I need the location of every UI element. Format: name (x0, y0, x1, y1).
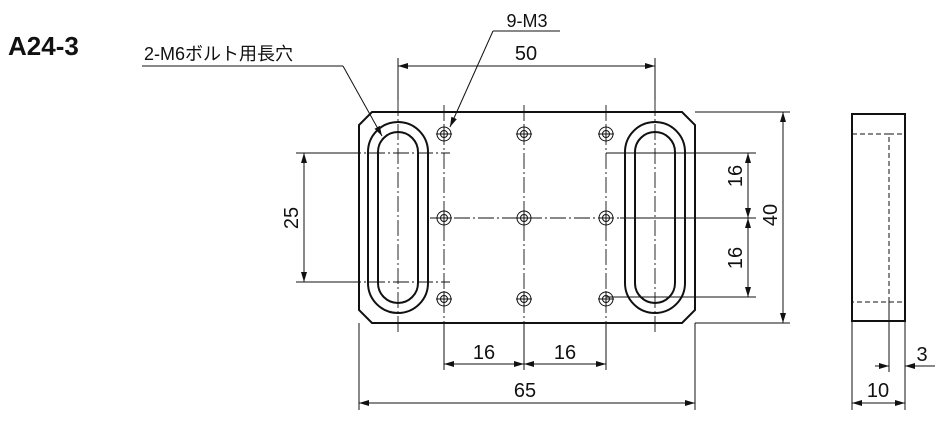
m3-hole (516, 126, 532, 142)
svg-text:16: 16 (725, 247, 747, 269)
holes-leader (449, 30, 560, 128)
svg-text:16: 16 (554, 342, 576, 364)
side-outline (851, 113, 906, 322)
m3-hole (598, 210, 614, 226)
dim-slot-pitch-y: 25 (281, 152, 345, 283)
side-view: 3 10 (851, 113, 935, 410)
m3-holes (436, 126, 614, 307)
dim-height: 40 (695, 111, 790, 324)
m3-hole (516, 291, 532, 307)
top-view: 9-M3 2-M6ボルト用長穴 50 25 16 16 (142, 11, 790, 410)
svg-text:25: 25 (281, 207, 303, 229)
m3-hole (516, 210, 532, 226)
m3-hole (598, 291, 614, 307)
dim-side-wall: 3 (875, 302, 935, 372)
holes-callout: 9-M3 (506, 11, 547, 31)
m3-hole (436, 210, 452, 226)
dim-thickness: 10 (851, 321, 906, 410)
svg-text:65: 65 (514, 380, 536, 402)
m3-hole (598, 126, 614, 142)
svg-text:40: 40 (760, 204, 782, 226)
svg-text:10: 10 (867, 380, 889, 402)
dim-width: 65 (358, 323, 696, 410)
svg-text:3: 3 (916, 344, 927, 366)
slots-callout: 2-M6ボルト用長穴 (144, 44, 293, 64)
svg-text:16: 16 (473, 342, 495, 364)
plate-outline (358, 111, 696, 324)
m3-hole (436, 291, 452, 307)
part-title: A24-3 (8, 31, 79, 61)
dim-hole-pitch-x: 50 (397, 43, 656, 100)
slots-leader (142, 65, 383, 137)
svg-text:16: 16 (725, 165, 747, 187)
svg-text:50: 50 (515, 43, 537, 65)
dim-pitch-x: 16 16 (443, 323, 607, 370)
side-hidden-pocket (852, 133, 890, 303)
dim-pitch-y: 16 16 (606, 152, 756, 298)
m3-hole (436, 126, 452, 142)
